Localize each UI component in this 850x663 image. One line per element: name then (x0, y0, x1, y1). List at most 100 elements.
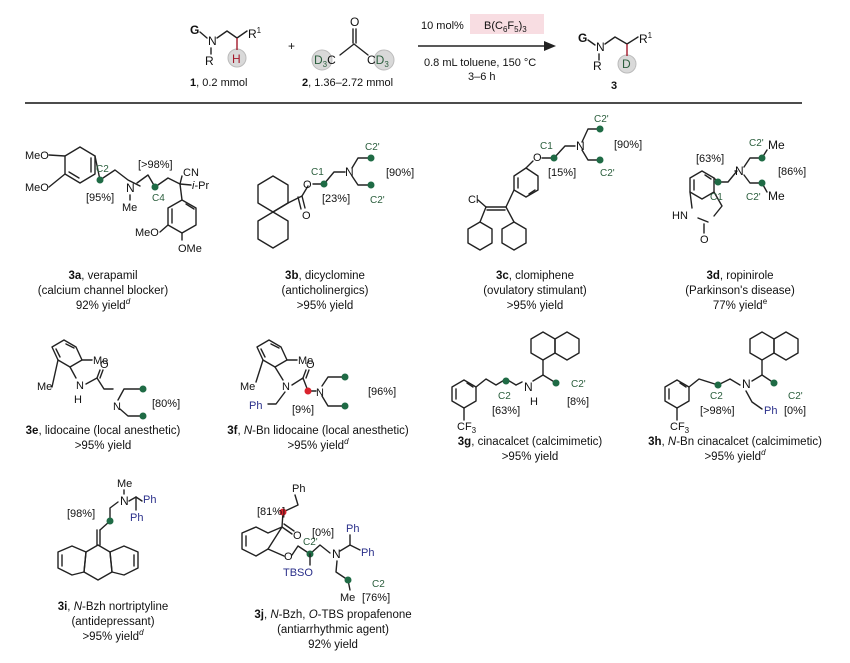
atom-g: G (190, 23, 199, 37)
site-value: [8%] (567, 396, 589, 408)
reactant-1: G N R R1 H 1, 0.2 mmol (190, 23, 262, 89)
svg-text:C2': C2' (303, 537, 318, 548)
svg-text:Me: Me (240, 381, 255, 393)
svg-text:O: O (302, 210, 311, 222)
svg-text:Ph: Ph (292, 483, 305, 495)
plus-sign: + (288, 39, 295, 53)
site-value: [76%] (362, 592, 390, 604)
svg-text:O: O (306, 359, 315, 371)
svg-text:C2: C2 (710, 391, 723, 402)
svg-text:(antiarrhythmic agent): (antiarrhythmic agent) (277, 624, 389, 636)
cd3-right: CD3 (367, 53, 389, 69)
svg-text:C1: C1 (311, 167, 324, 178)
atom-d: D (622, 57, 631, 71)
svg-text:C1: C1 (710, 192, 723, 203)
arrow-head (544, 41, 556, 51)
svg-text:C2': C2' (600, 168, 615, 179)
svg-text:O: O (533, 152, 542, 164)
site-value: [63%] (696, 153, 724, 165)
svg-text:H: H (530, 396, 538, 408)
reactant-2-caption: 2, 1.36–2.72 mmol (302, 77, 393, 89)
svg-text:O: O (293, 530, 302, 542)
svg-text:3h, N-Bn cinacalcet (calcimime: 3h, N-Bn cinacalcet (calcimimetic) (648, 436, 822, 448)
svg-text:3c, clomiphene: 3c, clomiphene (496, 270, 574, 282)
svg-text:C2': C2' (594, 114, 609, 125)
svg-text:Ph: Ph (764, 405, 777, 417)
svg-text:(Parkinson's disease): (Parkinson's disease) (685, 285, 795, 297)
svg-text:C2: C2 (372, 579, 385, 590)
svg-text:C2': C2' (746, 192, 761, 203)
svg-text:CN: CN (183, 167, 199, 179)
svg-text:TBSO: TBSO (283, 567, 313, 579)
catalyst-highlight (470, 14, 544, 34)
compound-3i: Me N Ph Ph [98%] 3i, N-Bzh nortriptyline… (57, 478, 169, 643)
site-value: [86%] (778, 166, 806, 178)
svg-text:C2': C2' (749, 138, 764, 149)
svg-text:Me: Me (37, 381, 52, 393)
conditions-solvent-temp: 0.8 mL toluene, 150 °C (424, 57, 536, 69)
site-value: [0%] (784, 405, 806, 417)
svg-text:Me: Me (117, 478, 132, 490)
svg-text:C2': C2' (788, 391, 803, 402)
svg-text:N: N (332, 547, 341, 561)
product-caption: 3 (611, 80, 617, 92)
svg-text:C2': C2' (370, 195, 385, 206)
site-value: [81%] (257, 506, 285, 518)
compound-class: (calcium channel blocker) (38, 285, 169, 297)
site-value: [90%] (614, 139, 642, 151)
svg-text:H: H (74, 394, 82, 406)
svg-text:R: R (593, 59, 602, 73)
svg-text:HN: HN (672, 210, 688, 222)
svg-text:3d, ropinirole: 3d, ropinirole (706, 270, 773, 282)
svg-text:O: O (100, 359, 109, 371)
svg-text:(ovulatory stimulant): (ovulatory stimulant) (483, 285, 587, 297)
svg-text:N: N (735, 164, 744, 178)
svg-text:>95% yield: >95% yield (507, 300, 564, 312)
svg-text:>95% yieldd: >95% yieldd (82, 628, 144, 643)
site-value: [96%] (368, 386, 396, 398)
site-value: [95%] (86, 192, 114, 204)
svg-text:N: N (113, 401, 121, 413)
svg-text:Cl: Cl (468, 194, 478, 206)
svg-text:3i, N-Bzh nortriptyline: 3i, N-Bzh nortriptyline (58, 601, 169, 613)
svg-text:Me: Me (768, 138, 785, 152)
compound-3e: Me Me N H O N [80%] 3e, lidocaine (local… (26, 339, 181, 452)
svg-text:O: O (284, 551, 293, 563)
reactant-2-acetone-d6: O D3C CD3 2, 1.36–2.72 mmol (302, 15, 395, 89)
svg-text:C2: C2 (96, 164, 109, 175)
site-value: [0%] (312, 527, 334, 539)
atom-o: O (350, 15, 359, 29)
site-value: [>98%] (700, 405, 735, 417)
svg-text:>95% yield: >95% yield (75, 440, 132, 452)
svg-text:3f, N-Bn lidocaine (local anes: 3f, N-Bn lidocaine (local anesthetic) (227, 425, 409, 437)
svg-text:N: N (345, 165, 354, 179)
svg-text:92% yield: 92% yield (308, 639, 358, 651)
site-value: [90%] (386, 167, 414, 179)
atom-h: H (232, 52, 241, 66)
svg-text:OMe: OMe (178, 243, 202, 255)
compound-caption: 3a, verapamil (68, 270, 137, 282)
svg-text:N: N (120, 494, 129, 508)
site-value: [63%] (492, 405, 520, 417)
svg-text:Ph: Ph (249, 400, 262, 412)
svg-text:3j, N-Bzh, O-TBS propafenone: 3j, N-Bzh, O-TBS propafenone (254, 609, 411, 621)
site-value: [9%] (292, 404, 314, 416)
svg-text:C2': C2' (571, 379, 586, 390)
svg-text:Ph: Ph (361, 547, 374, 559)
svg-text:C1: C1 (540, 141, 553, 152)
svg-text:R1: R1 (639, 31, 653, 46)
site-value: [23%] (322, 193, 350, 205)
svg-text:MeO: MeO (135, 227, 159, 239)
svg-text:77% yielde: 77% yielde (713, 297, 768, 312)
svg-text:>95% yieldd: >95% yieldd (287, 437, 349, 452)
atom-r1: R1 (248, 26, 262, 41)
svg-text:CF3: CF3 (457, 421, 477, 435)
svg-text:3e, lidocaine (local anestheti: 3e, lidocaine (local anesthetic) (26, 425, 181, 437)
compound-3f: Me Me N Ph O N [9%] [96%] 3f, N-Bn lidoc… (227, 339, 409, 452)
svg-text:N: N (576, 139, 585, 153)
cd3-left: D3C (314, 53, 336, 69)
compound-3b: O O N C1 [23%] C2' C2' [90%] 3b, dicyclo… (257, 142, 414, 312)
compound-3g: CF3 N H C2 [63%] C2' [8%] 3g, cinacalcet… (451, 331, 602, 463)
conditions-time: 3–6 h (468, 71, 496, 83)
